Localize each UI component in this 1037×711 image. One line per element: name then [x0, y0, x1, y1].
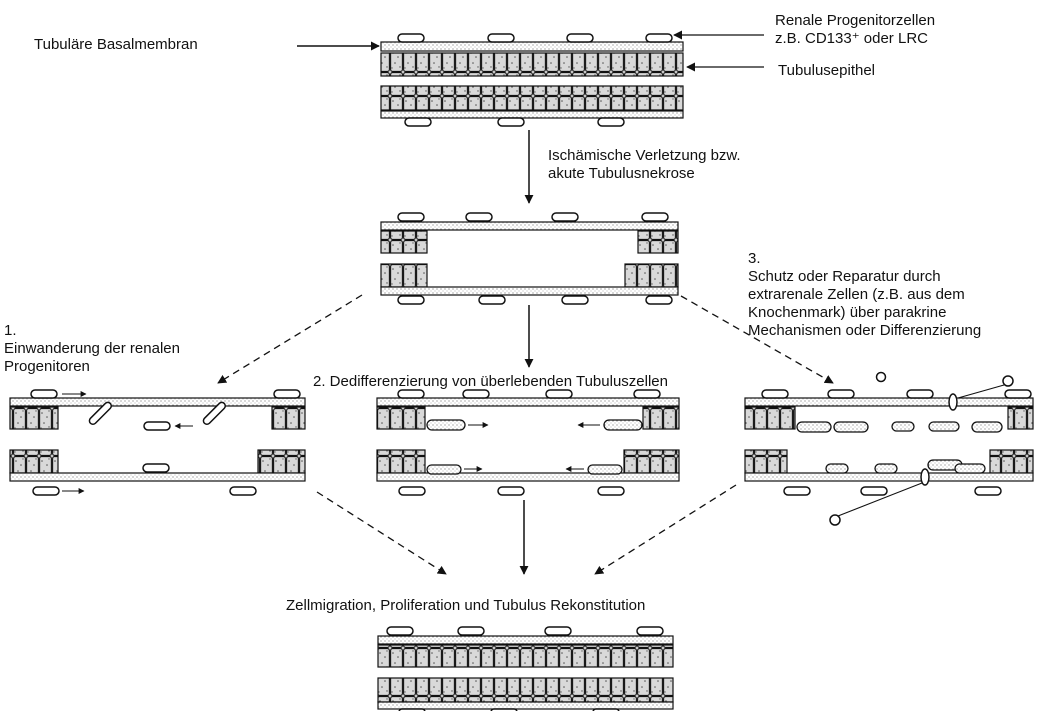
path3-line-2: Schutz oder Reparatur durch	[748, 268, 981, 286]
progenitor-cells-line-2: z.B. CD133⁺ oder LRC	[775, 30, 935, 48]
converge-arrow-right	[595, 485, 736, 574]
path1-line-1: 1.	[4, 322, 180, 340]
epithelium-label: Tubulusepithel	[778, 62, 875, 80]
path3-label: 3. Schutz oder Reparatur durch extrarena…	[748, 250, 981, 340]
basement-membrane-label: Tubuläre Basalmembran	[34, 36, 198, 54]
path2-label: 2. Dedifferenzierung von überlebenden Tu…	[313, 373, 668, 391]
injury-line-2: akute Tubulusnekrose	[548, 165, 741, 183]
path1-arrow	[218, 295, 362, 383]
injury-line-1: Ischämische Verletzung bzw.	[548, 147, 741, 165]
progenitor-cells-line-1: Renale Progenitorzellen	[775, 12, 935, 30]
converge-arrow-left	[317, 492, 446, 574]
path3-line-1: 3.	[748, 250, 981, 268]
injured-tubule	[381, 213, 678, 304]
tubule-path3	[745, 373, 1033, 526]
path1-line-2: Einwanderung der renalen	[4, 340, 180, 358]
path3-line-3: extrarenale Zellen (z.B. aus dem	[748, 286, 981, 304]
outcome-label: Zellmigration, Proliferation und Tubulus…	[286, 597, 645, 615]
progenitor-cells-label: Renale Progenitorzellen z.B. CD133⁺ oder…	[775, 12, 935, 48]
intact-tubule-top	[381, 34, 683, 126]
tubule-path1	[10, 390, 305, 495]
reconstituted-tubule	[378, 627, 673, 711]
injury-label: Ischämische Verletzung bzw. akute Tubulu…	[548, 147, 741, 183]
path1-label: 1. Einwanderung der renalen Progenitoren	[4, 322, 180, 376]
tubule-path2	[377, 390, 679, 495]
path3-line-4: Knochenmark) über parakrine	[748, 304, 981, 322]
path1-line-3: Progenitoren	[4, 358, 180, 376]
path3-line-5: Mechanismen oder Differenzierung	[748, 322, 981, 340]
